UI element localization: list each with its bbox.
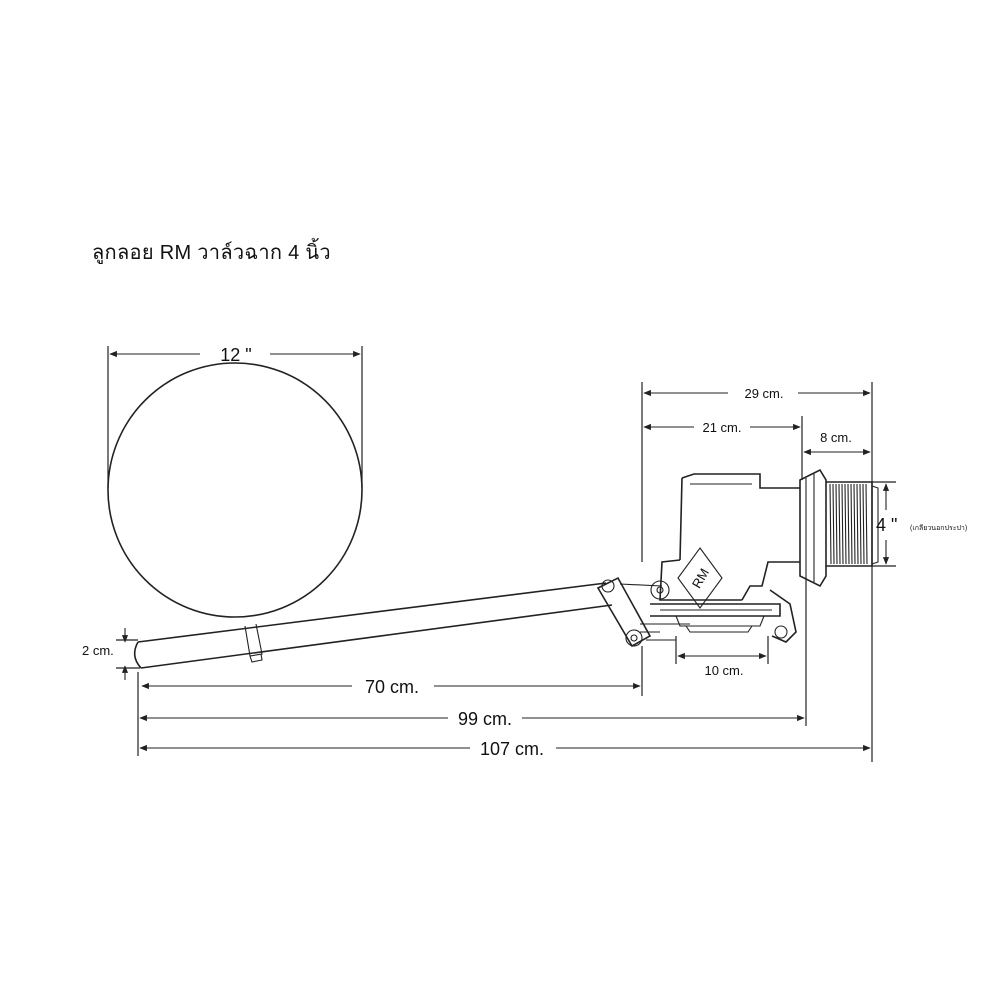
body-to-flange-label: 21 cm. [702, 420, 741, 435]
dim-rod-diameter: 2 cm. [82, 628, 140, 680]
dim-ball-diameter: 12 " [107, 345, 363, 488]
body-length-label: 29 cm. [744, 386, 783, 401]
dim-body-to-flange: 21 cm. [643, 416, 803, 480]
dim-body-length: 29 cm. [641, 382, 873, 762]
dim-thread-length: 8 cm. [803, 430, 871, 456]
thread-note: (เกลียวนอกประปา) [910, 524, 967, 532]
thread-line [844, 483, 847, 565]
thread-size-label: 4 " [876, 515, 897, 535]
thread-line [841, 483, 844, 565]
dim-overall-length: 107 cm. [139, 739, 871, 759]
thread-line [865, 483, 868, 565]
thread-line [850, 483, 853, 565]
lever-arm [596, 576, 670, 648]
brand-mark: RM [689, 566, 712, 591]
rod-length-label: 70 cm. [365, 677, 419, 697]
thread-line [853, 483, 856, 565]
dim-length-to-flange: 99 cm. [137, 578, 807, 756]
thread-line [862, 483, 865, 565]
thread-outlet [799, 468, 879, 588]
dim-rod-length: 70 cm. [141, 646, 643, 697]
rod-diameter-label: 2 cm. [82, 643, 114, 658]
ball-diameter-label: 12 " [220, 345, 251, 365]
thread-line [856, 483, 859, 565]
thread-line [832, 483, 835, 565]
thread-length-label: 8 cm. [820, 430, 852, 445]
thread-line [838, 483, 841, 565]
valve-body: RM [640, 473, 800, 643]
overall-length-label: 107 cm. [480, 739, 544, 759]
dim-thread-size: 4 " (เกลียวนอกประปา) [872, 481, 967, 567]
bracket-length-label: 10 cm. [704, 663, 743, 678]
thread-line [829, 483, 832, 565]
length-to-flange-label: 99 cm. [458, 709, 512, 729]
thread-line [859, 483, 862, 565]
float-ball [107, 362, 363, 618]
thread-line [835, 483, 838, 565]
float-rod [133, 582, 613, 669]
dim-bracket-length: 10 cm. [675, 636, 769, 678]
thread-line [847, 483, 850, 565]
page-title: ลูกลอย RM วาล์วฉาก 4 นิ้ว [92, 242, 331, 264]
